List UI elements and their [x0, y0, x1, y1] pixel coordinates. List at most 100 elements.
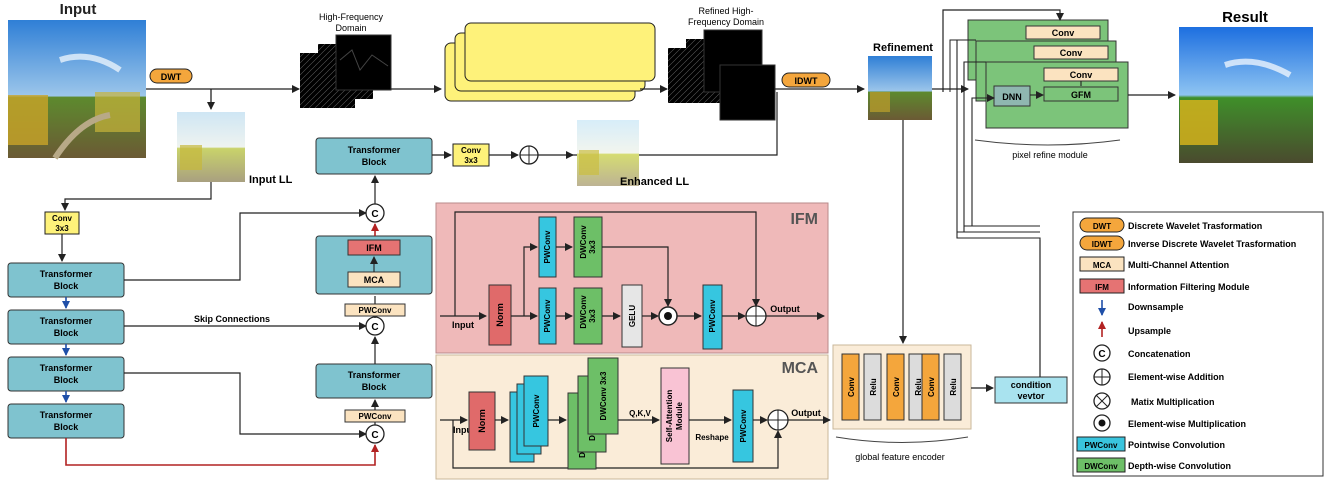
svg-text:Self-Attention: Self-Attention [665, 390, 674, 443]
input-ll-label: Input LL [249, 174, 293, 186]
ifm-panel: IFM Input Norm PWConv PWConv DWConv 3x3 … [435, 202, 829, 354]
svg-text:Output: Output [770, 304, 800, 314]
high-freq-label-1: High-Frequency [319, 12, 384, 22]
svg-text:DWT: DWT [1093, 222, 1111, 231]
svg-text:DWConv: DWConv [579, 225, 588, 259]
conv3x3-left-1: Conv [52, 214, 73, 223]
decoder-transformer-top [315, 137, 433, 175]
svg-text:Transformer: Transformer [348, 145, 401, 155]
svg-text:Q,K,V: Q,K,V [629, 409, 651, 418]
legend: DWT Discrete Wavelet Trasformation IDWT … [1072, 211, 1324, 477]
svg-text:Upsample: Upsample [1128, 326, 1171, 336]
svg-text:D: D [588, 435, 597, 441]
svg-text:Information Filtering Module: Information Filtering Module [1128, 282, 1250, 292]
svg-text:C: C [371, 430, 378, 441]
high-freq-label-2: Domain [335, 23, 366, 33]
skip-connections-label: Skip Connections [194, 314, 270, 324]
svg-text:PWConv: PWConv [543, 299, 552, 332]
idwt-label: IDWT [795, 76, 818, 86]
add-node-top [519, 145, 539, 165]
svg-text:Norm: Norm [477, 409, 487, 433]
svg-text:Downsample: Downsample [1128, 302, 1184, 312]
ifm-title: IFM [790, 211, 818, 228]
refinement-label: Refinement [873, 42, 933, 54]
svg-text:GELU: GELU [628, 305, 637, 327]
idwt-box [781, 72, 831, 88]
svg-text:PWConv: PWConv [359, 412, 392, 421]
pixel-refine-label: pixel refine module [1012, 150, 1088, 160]
svg-text:Concatenation: Concatenation [1128, 349, 1191, 359]
svg-text:DWConv: DWConv [579, 295, 588, 329]
input-image [8, 20, 146, 160]
svg-text:Relu: Relu [949, 378, 958, 395]
svg-text:Module: Module [675, 401, 684, 430]
svg-text:Transformer: Transformer [40, 269, 93, 279]
pr-conv-1: Conv [1052, 28, 1075, 38]
svg-text:Depth-wise Convolution: Depth-wise Convolution [1128, 461, 1231, 471]
refined-hf-images [668, 29, 776, 121]
decoder-transformer-bottom [315, 363, 433, 399]
svg-text:MCA: MCA [1093, 261, 1111, 270]
enhanced-ll-image [577, 120, 639, 186]
svg-text:PWConv: PWConv [359, 306, 392, 315]
svg-text:Input: Input [452, 320, 474, 330]
result-title: Result [1222, 9, 1268, 26]
svg-text:PWConv: PWConv [739, 409, 748, 442]
input-title: Input [60, 1, 97, 18]
concat-nodes: C C C [365, 203, 385, 444]
pr-conv-2: Conv [1060, 48, 1083, 58]
mca-panel: MCA Input Norm PWConv D D DWConv 3x3 Q,K… [435, 354, 831, 480]
svg-text:3x3: 3x3 [588, 309, 597, 323]
pixel-refine-module: Conv Conv Conv DNN GFM [967, 19, 1129, 129]
svg-text:Block: Block [54, 422, 80, 432]
refined-hf-label-1: Refined High- [698, 6, 753, 16]
svg-text:Conv: Conv [892, 376, 901, 397]
svg-text:C: C [371, 209, 378, 220]
svg-text:Pointwise Convolution: Pointwise Convolution [1128, 440, 1225, 450]
svg-text:DWConv: DWConv [1084, 462, 1118, 471]
svg-text:Input: Input [453, 425, 475, 435]
svg-text:Conv: Conv [461, 146, 482, 155]
dwt-box [149, 68, 193, 84]
svg-text:Block: Block [54, 281, 80, 291]
svg-text:DWConv 3x3: DWConv 3x3 [599, 371, 608, 420]
encoder-blocks: Transformer Block Transformer Block Tran… [7, 262, 125, 439]
refinement-image [868, 56, 932, 120]
svg-text:Transformer: Transformer [40, 410, 93, 420]
svg-text:Block: Block [54, 328, 80, 338]
svg-text:Relu: Relu [914, 378, 923, 395]
conv3x3-left-2: 3x3 [55, 224, 69, 233]
svg-text:D: D [578, 452, 587, 458]
pr-conv-3: Conv [1070, 70, 1093, 80]
unet-block [444, 22, 656, 102]
svg-text:Element-wise Addition: Element-wise Addition [1128, 372, 1224, 382]
dwt-label: DWT [161, 72, 182, 82]
svg-text:Element-wise Multiplication: Element-wise Multiplication [1128, 419, 1246, 429]
mca-title: MCA [782, 360, 819, 377]
dnn-label: DNN [1002, 92, 1022, 102]
svg-text:Norm: Norm [495, 303, 505, 327]
condition-vector [994, 376, 1068, 404]
svg-text:Multi-Channel Attention: Multi-Channel Attention [1128, 260, 1229, 270]
svg-text:Transformer: Transformer [348, 370, 401, 380]
gfm-label: GFM [1071, 90, 1091, 100]
svg-text:PWConv: PWConv [1085, 441, 1118, 450]
svg-text:PWConv: PWConv [532, 394, 541, 427]
svg-text:IFM: IFM [366, 243, 382, 253]
svg-text:MCA: MCA [364, 275, 385, 285]
svg-text:Conv: Conv [927, 376, 936, 397]
svg-text:Transformer: Transformer [40, 316, 93, 326]
svg-text:Block: Block [362, 157, 388, 167]
svg-text:IDWT: IDWT [1092, 240, 1113, 249]
svg-text:IFM: IFM [1095, 283, 1109, 292]
svg-text:C: C [1098, 349, 1105, 360]
svg-text:Output: Output [791, 408, 821, 418]
svg-text:C: C [371, 322, 378, 333]
svg-text:Matix Multiplication: Matix Multiplication [1131, 397, 1215, 407]
global-feature-encoder-label: global feature encoder [855, 452, 945, 462]
svg-text:PWConv: PWConv [708, 299, 717, 332]
svg-text:Block: Block [362, 382, 388, 392]
svg-text:Relu: Relu [869, 378, 878, 395]
